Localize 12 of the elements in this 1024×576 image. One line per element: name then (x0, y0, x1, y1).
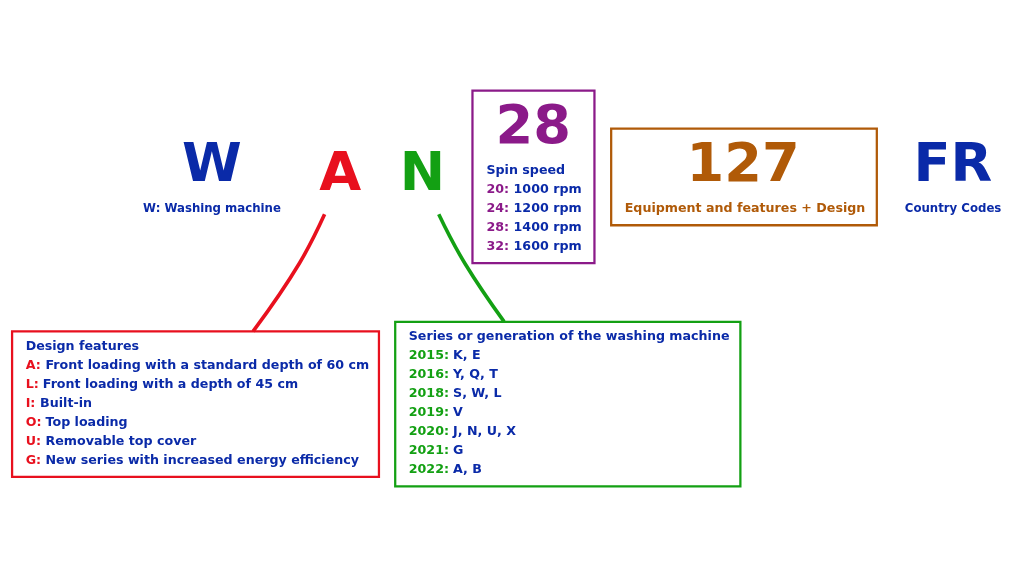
node-text: A (319, 139, 362, 203)
node-box: Series or generation of the washing machine 2015: K, E 2016: Y, Q, T 2018: S, W, L 2019: V 2020: J, N, U, X 2021: G 2022: A, B (394, 320, 742, 487)
node-box: Design features A: Front loading with a standard depth of 60 cm L: Front loading with a depth of 45 cm I: Built-in O: Top loading U: Removable top cover G: New series with increased energy efficiency (10, 329, 381, 478)
connector (251, 213, 327, 332)
node-text: FR (913, 130, 993, 194)
connector (437, 213, 506, 323)
node-box: 127 Equipment and features + Design (610, 126, 878, 226)
node-text: W (181, 130, 242, 194)
node-label: W: Washing machine (143, 200, 281, 215)
node-label: Country Codes (904, 200, 1002, 215)
node-text: N (399, 139, 446, 203)
node-box: 28 Spin speed 20: 1000 rpm 24: 1200 rpm 28: 1400 rpm 32: 1600 rpm (471, 89, 596, 264)
